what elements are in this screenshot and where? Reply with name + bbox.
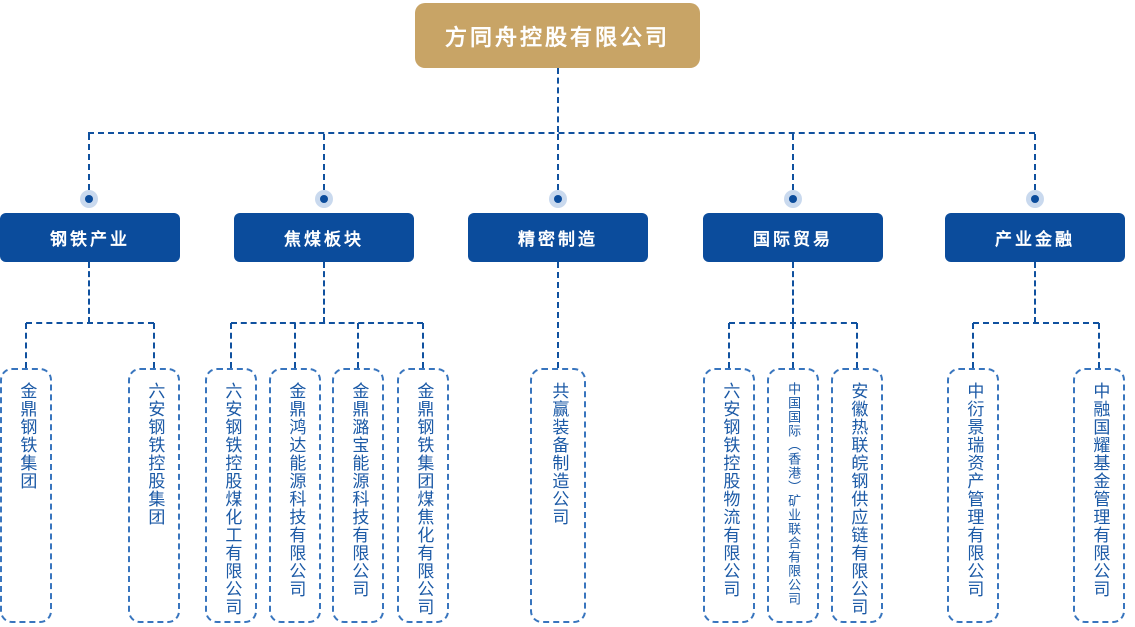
root-drop-line <box>557 68 559 132</box>
subsidiary-name: 中融国耀基金管理有限公司 <box>1090 382 1110 598</box>
subsidiary-box: 中衍景瑞资产管理有限公司 <box>947 368 999 623</box>
pillar-box-steel: 钢铁产业 <box>0 213 180 262</box>
child-drop-line <box>1098 323 1100 368</box>
pillar-box-precision: 精密制造 <box>468 213 648 262</box>
child-rail-line <box>26 322 154 324</box>
pillar-drop-line <box>792 134 794 190</box>
subsidiary-name: 金鼎潞宝能源科技有限公司 <box>349 382 369 598</box>
sub-drop-line <box>1034 262 1036 323</box>
pillar-label: 钢铁产业 <box>50 230 130 249</box>
sub-drop-line <box>792 262 794 323</box>
sub-drop-line <box>557 262 559 368</box>
connector-node-dot <box>784 190 802 208</box>
subsidiary-box: 六安钢铁控股煤化工有限公司 <box>205 368 257 623</box>
subsidiary-box: 金鼎潞宝能源科技有限公司 <box>332 368 384 623</box>
pillar-drop-line <box>1034 134 1036 190</box>
root-company-label: 方同舟控股有限公司 <box>444 24 670 50</box>
subsidiary-name: 金鼎钢铁集团煤焦化有限公司 <box>414 382 434 616</box>
subsidiary-name: 六安钢铁控股煤化工有限公司 <box>222 382 242 616</box>
subsidiary-name: 安徽热联皖钢供应链有限公司 <box>848 382 868 616</box>
sub-drop-line <box>323 262 325 323</box>
connector-node-dot <box>80 190 98 208</box>
subsidiary-name: 金鼎钢铁集团 <box>17 382 37 490</box>
subsidiary-box: 金鼎钢铁集团煤焦化有限公司 <box>397 368 449 623</box>
subsidiary-box: 六安钢铁控股集团 <box>128 368 180 623</box>
pillar-label: 产业金融 <box>995 230 1075 249</box>
pillar-label: 焦煤板块 <box>284 230 364 249</box>
subsidiary-box: 金鼎鸿达能源科技有限公司 <box>269 368 321 623</box>
child-rail-line <box>231 322 423 324</box>
child-drop-line <box>792 323 794 368</box>
subsidiary-name: 中衍景瑞资产管理有限公司 <box>964 382 984 598</box>
connector-node-dot <box>549 190 567 208</box>
subsidiary-name: 六安钢铁控股集团 <box>145 382 165 526</box>
child-rail-line <box>973 322 1099 324</box>
subsidiary-box: 中国国际（香港）矿业联合有限公司 <box>767 368 819 623</box>
pillar-label: 精密制造 <box>518 230 598 249</box>
pillar-drop-line <box>323 134 325 190</box>
subsidiary-name: 中国国际（香港）矿业联合有限公司 <box>786 382 802 606</box>
child-drop-line <box>230 323 232 368</box>
child-drop-line <box>294 323 296 368</box>
subsidiary-box: 六安钢铁控股物流有限公司 <box>703 368 755 623</box>
subsidiary-box: 安徽热联皖钢供应链有限公司 <box>831 368 883 623</box>
pillar-box-finance: 产业金融 <box>945 213 1125 262</box>
child-drop-line <box>25 323 27 368</box>
child-drop-line <box>856 323 858 368</box>
main-rail-line <box>88 132 1035 134</box>
child-drop-line <box>972 323 974 368</box>
subsidiary-box: 共赢装备制造公司 <box>530 368 586 623</box>
pillar-drop-line <box>88 134 90 190</box>
child-drop-line <box>357 323 359 368</box>
pillar-drop-line <box>557 134 559 190</box>
pillar-box-coal: 焦煤板块 <box>234 213 414 262</box>
pillar-label: 国际贸易 <box>753 230 833 249</box>
sub-drop-line <box>88 262 90 323</box>
child-drop-line <box>728 323 730 368</box>
subsidiary-name: 六安钢铁控股物流有限公司 <box>720 382 740 598</box>
subsidiary-box: 金鼎钢铁集团 <box>0 368 52 623</box>
connector-node-dot <box>1026 190 1044 208</box>
child-drop-line <box>153 323 155 368</box>
connector-node-dot <box>315 190 333 208</box>
child-drop-line <box>422 323 424 368</box>
root-company-box: 方同舟控股有限公司 <box>415 3 700 68</box>
subsidiary-name: 共赢装备制造公司 <box>549 382 569 526</box>
subsidiary-name: 金鼎鸿达能源科技有限公司 <box>286 382 306 598</box>
subsidiary-box: 中融国耀基金管理有限公司 <box>1073 368 1125 623</box>
pillar-box-trade: 国际贸易 <box>703 213 883 262</box>
